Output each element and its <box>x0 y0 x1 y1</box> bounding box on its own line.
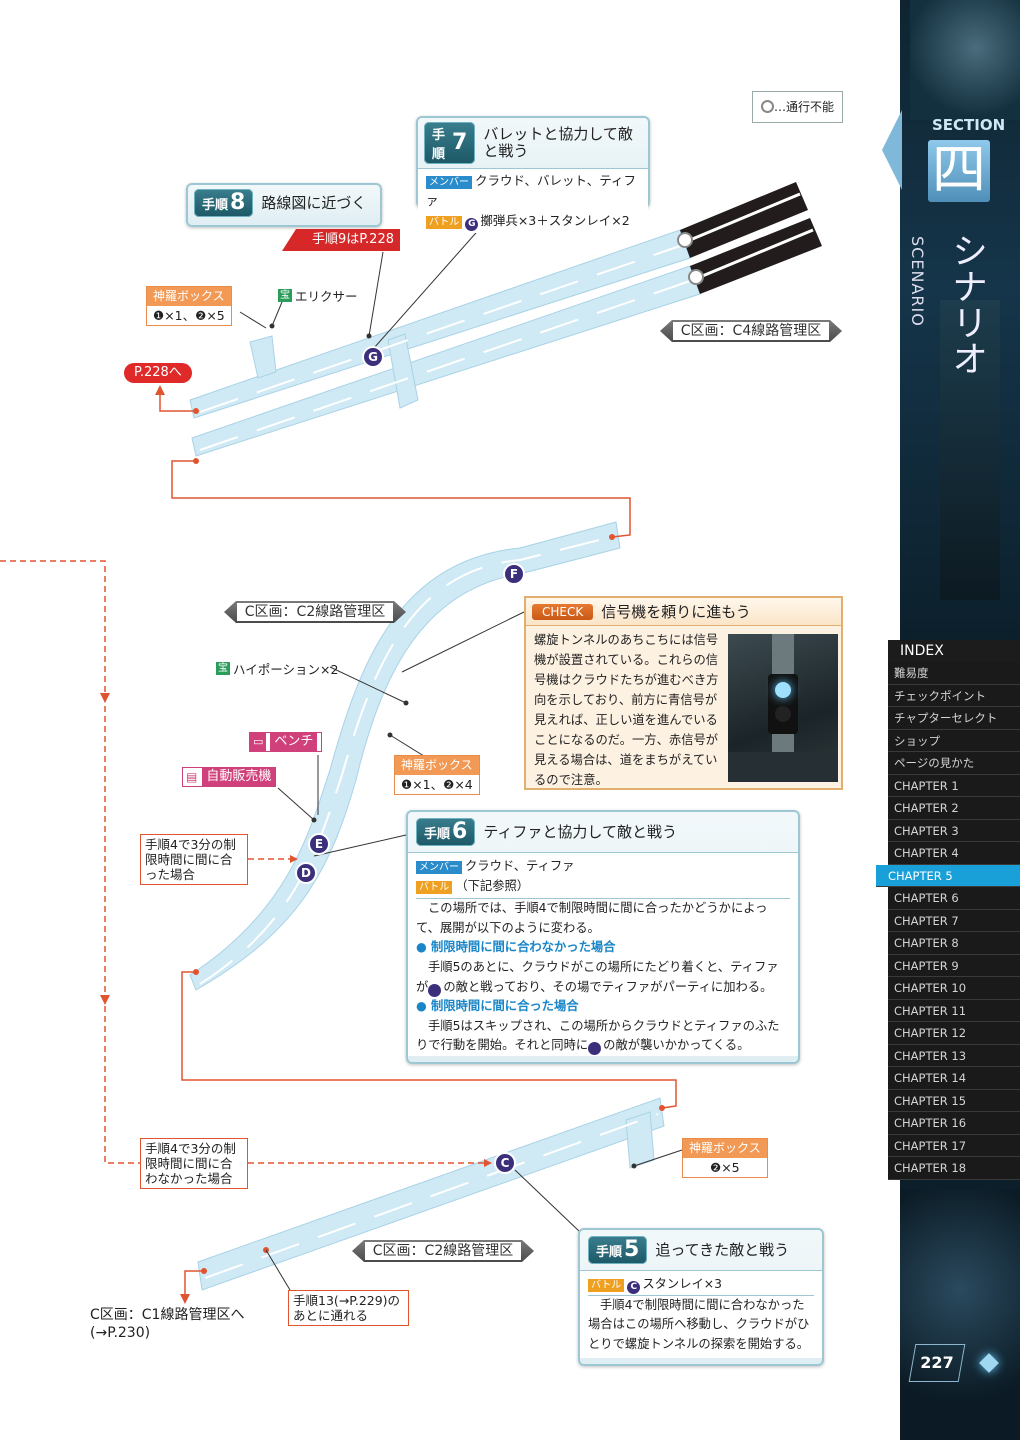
vending-machine-icon: ▤ <box>186 770 198 784</box>
index-item[interactable]: CHAPTER 15 <box>888 1089 1020 1112</box>
index-item[interactable]: CHAPTER 7 <box>888 909 1020 932</box>
shinra-box-3: 神羅ボックス ❷×5 <box>682 1138 768 1178</box>
index-item[interactable]: CHAPTER 9 <box>888 954 1020 977</box>
step-6-intro: この場所では、手順4で制限時間に間に合ったかどうかによって、展開が以下のように変… <box>416 901 768 935</box>
step-title: バレットと協力して敵と戦う <box>483 125 633 160</box>
track-lower-side <box>625 1111 655 1169</box>
bench-icon: ▭ <box>250 733 267 751</box>
case2-title: ● 制限時間に間に合った場合 <box>416 999 579 1014</box>
index-title: INDEX <box>888 640 1020 662</box>
battle-row: バトル（下記参照） <box>416 877 790 900</box>
step-5-text: 手順4で制限時間に間に合わなかった場合はこの場所へ移動し、クラウドがひとりで螺旋… <box>588 1297 810 1351</box>
step-title: 追ってきた敵と戦う <box>655 1240 790 1259</box>
index-item[interactable]: CHAPTER 3 <box>888 819 1020 842</box>
members-row: メンバークラウド、ティファ <box>416 857 790 877</box>
index-item[interactable]: ページの見かた <box>888 752 1020 775</box>
index-item[interactable]: 難易度 <box>888 662 1020 685</box>
scenario-jp: シナリオ <box>946 232 987 376</box>
index-item[interactable]: CHAPTER 1 <box>888 774 1020 797</box>
map-point-c: C <box>494 1152 516 1174</box>
index-item[interactable]: チャプターセレクト <box>888 707 1020 730</box>
chapter-index: INDEX 難易度 チェックポイント チャプターセレクト ショップ ページの見か… <box>876 640 1020 1180</box>
area-c4: C区画：C4線路管理区 <box>660 320 842 342</box>
index-item[interactable]: CHAPTER 2 <box>888 797 1020 820</box>
map-point-g: G <box>362 346 384 368</box>
item-elixir: 宝エリクサー <box>278 289 358 304</box>
map-point-d: D <box>295 862 317 884</box>
index-item[interactable]: CHAPTER 4 <box>888 842 1020 865</box>
area-c2-lower: C区画：C2線路管理区 <box>352 1240 534 1262</box>
track-upper-side <box>249 335 277 379</box>
section-label: SECTION <box>932 116 1006 134</box>
vending-label: ▤ 自動販売機 <box>182 767 277 787</box>
signal-photo <box>728 634 838 782</box>
members-row: メンバークラウド、バレット、ティファ <box>426 173 637 208</box>
no-entry-icon <box>760 100 774 113</box>
area-c2-upper: C区画：C2線路管理区 <box>224 601 406 623</box>
no-entry-icon <box>677 232 693 248</box>
index-item[interactable]: CHAPTER 16 <box>888 1112 1020 1135</box>
note-made-it: 手順4で3分の制限時間に間に合った場合 <box>140 834 248 885</box>
next-step-link[interactable]: 手順9はP.228 <box>282 229 400 251</box>
to-c1-link[interactable]: C区画：C1線路管理区へ(→P.230) <box>90 1307 245 1341</box>
index-item[interactable]: CHAPTER 8 <box>888 932 1020 955</box>
shinra-box-1: 神羅ボックス ❶×1、❷×5 <box>146 286 232 326</box>
index-item[interactable]: チェックポイント <box>888 684 1020 707</box>
page-number: 227 <box>920 1353 954 1372</box>
check-panel: CHECK 信号機を頼りに進もう 螺旋トンネルのあちこちには信号機が設置されてい… <box>524 596 843 790</box>
case1-title: ● 制限時間に間に合わなかった場合 <box>416 940 616 955</box>
blocked-track-2 <box>690 218 822 294</box>
step-title: ティファと協力して敵と戦う <box>483 822 677 841</box>
index-item[interactable]: CHAPTER 18 <box>888 1157 1020 1180</box>
item-hipotion: 宝ハイポーション×2 <box>216 662 339 677</box>
note-missed: 手順4で3分の制限時間に間に合わなかった場合 <box>140 1138 248 1189</box>
track-upper-connector <box>387 333 419 409</box>
check-title: 信号機を頼りに進もう <box>601 603 751 621</box>
index-item[interactable]: CHAPTER 17 <box>888 1134 1020 1157</box>
index-item[interactable]: CHAPTER 14 <box>888 1067 1020 1090</box>
index-item-active[interactable]: CHAPTER 5 <box>876 864 1020 887</box>
section-kanji: 四 <box>928 140 990 202</box>
scenario-en: SCENARIO <box>908 236 927 327</box>
check-tag: CHECK <box>532 603 594 620</box>
no-entry-icon <box>688 269 704 285</box>
bench-label: ▭ ベンチ <box>249 732 323 752</box>
map-point-e: E <box>308 833 330 855</box>
check-text: 螺旋トンネルのあちこちには信号機が設置されている。これらの信号機はクラウドたちが… <box>534 633 719 787</box>
step-title: 路線図に近づく <box>261 193 367 212</box>
map-point-f: F <box>503 563 525 585</box>
index-item[interactable]: CHAPTER 10 <box>888 977 1020 1000</box>
index-item[interactable]: CHAPTER 12 <box>888 1022 1020 1045</box>
ref-p228[interactable]: P.228へ <box>124 363 192 383</box>
index-item[interactable]: CHAPTER 13 <box>888 1044 1020 1067</box>
index-item[interactable]: ショップ <box>888 729 1020 752</box>
case2-text: 手順5はスキップされ、この場所からクラウドとティファのふたりで行動を開始。それと… <box>416 1018 780 1056</box>
blocked-track-1 <box>680 182 808 258</box>
index-item[interactable]: CHAPTER 11 <box>888 999 1020 1022</box>
index-item[interactable]: CHAPTER 6 <box>888 887 1020 910</box>
shinra-box-2: 神羅ボックス ❶×1、❷×4 <box>394 755 480 795</box>
legend: …通行不能 <box>752 91 843 123</box>
note-step13: 手順13(→P.229)のあとに通れる <box>288 1290 409 1326</box>
